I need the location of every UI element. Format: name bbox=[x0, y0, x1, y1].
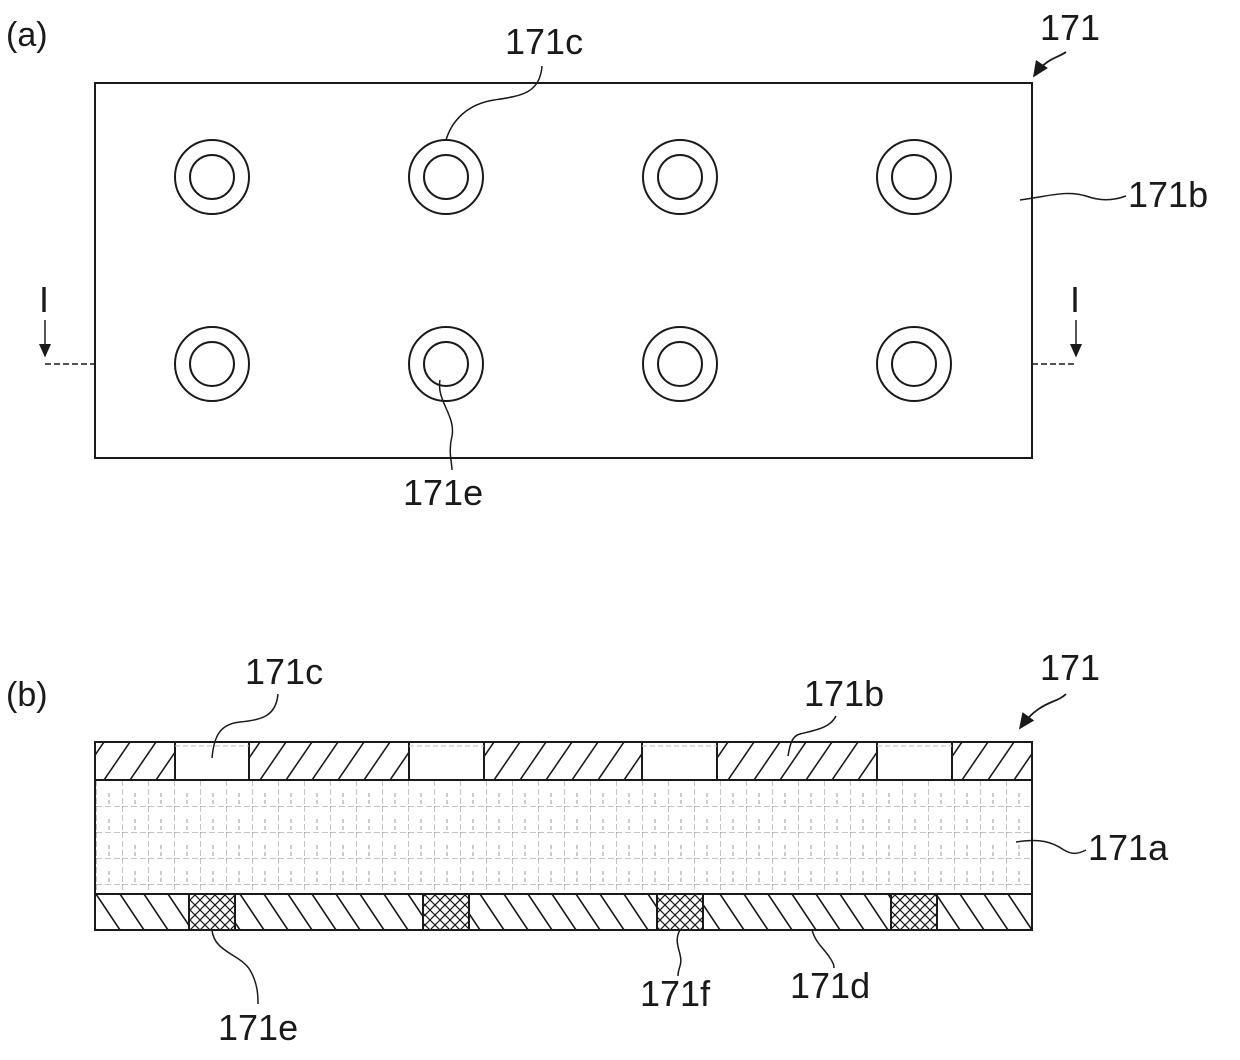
hole-ring bbox=[175, 327, 249, 401]
hole-bore bbox=[190, 155, 234, 199]
hole-bore bbox=[424, 342, 468, 386]
hole-ring bbox=[409, 327, 483, 401]
via-171f-fill bbox=[189, 894, 235, 930]
section-mark-right: I bbox=[1070, 279, 1080, 320]
via-171f-fill bbox=[657, 894, 703, 930]
hole-bore bbox=[658, 342, 702, 386]
hole-ring bbox=[877, 140, 951, 214]
via-171f-fill bbox=[891, 894, 937, 930]
opening-171c bbox=[409, 742, 484, 780]
hole-ring bbox=[175, 140, 249, 214]
ref-171d: 171d bbox=[790, 965, 870, 1006]
ref-171b: 171b bbox=[1128, 174, 1208, 215]
top-layer-segment bbox=[95, 742, 175, 780]
view-b: (b) bbox=[6, 647, 1169, 1048]
hole-ring bbox=[409, 140, 483, 214]
bottom-layer-171d bbox=[95, 894, 1032, 930]
hole-bore bbox=[892, 342, 936, 386]
view-b-label: (b) bbox=[6, 676, 48, 714]
via-171f-fill bbox=[423, 894, 469, 930]
hole-row-top bbox=[175, 140, 951, 214]
leader-171f bbox=[677, 930, 681, 976]
hole-ring bbox=[643, 327, 717, 401]
hole-bore bbox=[658, 155, 702, 199]
top-layer-segment bbox=[484, 742, 642, 780]
top-layer-segment bbox=[717, 742, 877, 780]
leader-171e-b bbox=[212, 930, 258, 1004]
leader-171e bbox=[439, 380, 452, 470]
hole-ring bbox=[643, 140, 717, 214]
hole-bore bbox=[190, 342, 234, 386]
ref-171e: 171e bbox=[403, 472, 483, 513]
opening-171c bbox=[175, 742, 249, 780]
leader-171c bbox=[446, 66, 542, 140]
core-layer-171a bbox=[95, 780, 1032, 894]
leader-171b bbox=[1020, 193, 1126, 200]
leader-171d bbox=[812, 930, 834, 968]
ref-171-b-arrow bbox=[1020, 694, 1066, 728]
hole-bore bbox=[892, 155, 936, 199]
ref-171: 171 bbox=[1040, 7, 1100, 48]
hole-bore bbox=[424, 155, 468, 199]
ref-171c-b: 171c bbox=[245, 651, 323, 692]
ref-171b-b: 171b bbox=[804, 673, 884, 714]
plate-outline bbox=[95, 83, 1032, 458]
top-layer-segment bbox=[249, 742, 409, 780]
ref-171c: 171c bbox=[505, 21, 583, 62]
ref-171-b: 171 bbox=[1040, 647, 1100, 688]
ref-171-arrow bbox=[1034, 52, 1066, 76]
top-layer-segment bbox=[952, 742, 1032, 780]
ref-171a: 171a bbox=[1088, 827, 1169, 868]
ref-171f: 171f bbox=[640, 973, 711, 1014]
view-a-label: (a) bbox=[6, 16, 48, 54]
opening-171c bbox=[877, 742, 952, 780]
opening-171c bbox=[642, 742, 717, 780]
section-mark-left: I bbox=[39, 279, 49, 320]
ref-171e-b: 171e bbox=[218, 1007, 298, 1048]
view-a: (a) 171 171c bbox=[6, 7, 1208, 513]
hole-row-bottom bbox=[175, 327, 951, 401]
hole-ring bbox=[877, 327, 951, 401]
top-layer-171b bbox=[95, 742, 1032, 780]
